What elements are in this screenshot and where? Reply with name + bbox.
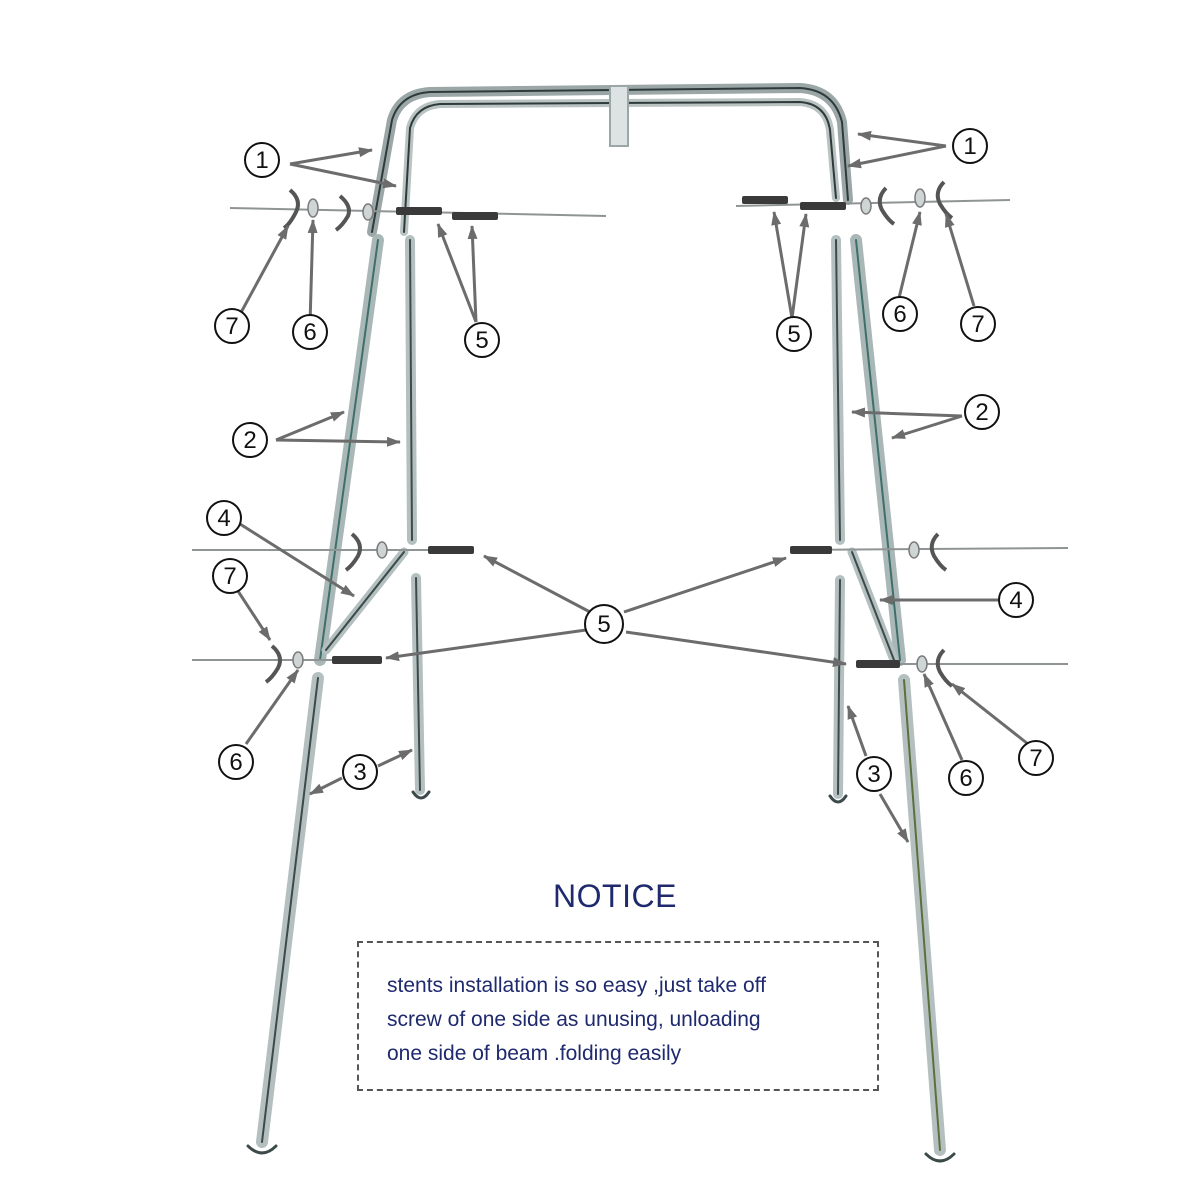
right-outer-leg-upper-line [855, 239, 901, 661]
left-outer-leg-foot [246, 1144, 278, 1155]
callouts: 1 1 7 6 5 5 6 7 [206, 128, 1054, 796]
callout-5-top-left: 5 [464, 322, 500, 358]
guide-rod-top-right [735, 199, 1011, 207]
notice-title: NOTICE [553, 878, 677, 914]
guide-rod-mid-right [789, 547, 1069, 551]
right-outer-leg-foot [924, 1152, 956, 1163]
right-inner-leg-upper-line [835, 239, 841, 541]
notice-line: stents installation is so easy ,just tak… [387, 974, 766, 997]
callout-4-right-label: 4 [1009, 587, 1022, 614]
callout-6-top-right: 6 [882, 296, 918, 332]
wing-nut-mid-left [344, 532, 362, 572]
callout-7-top-right: 7 [960, 306, 996, 342]
callout-7-top-right-label: 7 [971, 311, 984, 338]
washer-low-right [916, 655, 928, 673]
callout-1-right: 1 [952, 128, 988, 164]
callout-6-low-left-label: 6 [229, 749, 242, 776]
callout-6-top-right-label: 6 [893, 301, 906, 328]
right-outer-leg-lower-line [903, 679, 941, 1151]
notice-line: screw of one side as unusing, unloading [387, 1008, 761, 1031]
callout-7-top-left-label: 7 [225, 313, 238, 340]
wing-nut-low-left [264, 644, 282, 684]
wing-nut-top-left [282, 188, 300, 230]
right-inner-leg-lower-line [837, 579, 841, 795]
callout-2-left: 2 [232, 422, 268, 458]
callout-6-low-left: 6 [218, 744, 254, 780]
washer-top-right-2 [914, 188, 926, 208]
wing-nut-low-right [935, 648, 954, 688]
callout-3-right: 3 [856, 756, 892, 792]
callout-7-top-left: 7 [214, 308, 250, 344]
washer-mid-left [376, 541, 388, 559]
hardware [192, 180, 1069, 688]
callout-5-centre: 5 [584, 604, 624, 644]
right-brace-line [851, 551, 895, 661]
left-outer-leg-lower-line [261, 677, 319, 1143]
hanging-hook [609, 85, 629, 147]
left-outer-leg-upper-line [319, 239, 379, 661]
callout-7-low-right-label: 7 [1029, 745, 1042, 772]
bolt-top-right-1 [742, 196, 788, 204]
callout-5-centre-label: 5 [597, 611, 610, 638]
callout-7-mid-left: 7 [212, 558, 248, 594]
callout-1-left-label: 1 [255, 147, 268, 174]
wing-nut-top-left-2 [334, 194, 351, 232]
callout-5-top-left-label: 5 [475, 327, 488, 354]
callout-3-left: 3 [342, 754, 378, 790]
notice-box: stents installation is so easy ,just tak… [357, 941, 879, 1091]
washer-top-right [860, 197, 872, 215]
bolt-mid-left [428, 546, 474, 554]
leader-arrows [234, 130, 1029, 843]
washer-low-left [292, 651, 304, 669]
bolt-low-left [332, 656, 382, 664]
left-inner-leg-foot [411, 790, 431, 800]
left-brace-line [325, 551, 405, 651]
washer-mid-right [908, 541, 920, 559]
callout-6-top-left: 6 [292, 314, 328, 350]
left-inner-leg-upper-line [409, 239, 413, 541]
callout-2-right-label: 2 [975, 399, 988, 426]
callout-2-right: 2 [964, 394, 1000, 430]
notice-line: one side of beam .folding easily [387, 1042, 682, 1065]
callout-5-top-right: 5 [776, 316, 812, 352]
frame-structure [246, 82, 956, 1163]
wing-nut-top-right [877, 186, 896, 226]
callout-3-right-label: 3 [867, 761, 880, 788]
left-inner-leg-lower-line [415, 577, 421, 791]
callout-5-top-right-label: 5 [787, 321, 800, 348]
right-inner-leg-foot [828, 794, 848, 804]
bolt-mid-right [790, 546, 832, 554]
callout-2-left-label: 2 [243, 427, 256, 454]
wing-nut-mid-right [929, 532, 948, 572]
notice-body: stents installation is so easy ,just tak… [387, 969, 867, 1071]
callout-6-low-right-label: 6 [959, 765, 972, 792]
wing-nut-top-right-2 [935, 180, 954, 220]
callout-1-left: 1 [244, 142, 280, 178]
callout-1-right-label: 1 [963, 133, 976, 160]
callout-7-mid-left-label: 7 [223, 563, 236, 590]
callout-4-left-label: 4 [217, 505, 230, 532]
bolt-top-left-2 [452, 212, 498, 220]
callout-7-low-right: 7 [1018, 740, 1054, 776]
callout-4-right: 4 [998, 582, 1034, 618]
washer-top-left [307, 198, 319, 218]
callout-4-left: 4 [206, 500, 242, 536]
washer-top-left-2 [362, 203, 374, 221]
bolt-top-right-2 [800, 202, 846, 210]
callout-3-left-label: 3 [353, 759, 366, 786]
callout-6-low-right: 6 [948, 760, 984, 796]
bolt-low-right [856, 660, 900, 668]
callout-6-top-left-label: 6 [303, 319, 316, 346]
bolt-top-left-1 [396, 207, 442, 215]
